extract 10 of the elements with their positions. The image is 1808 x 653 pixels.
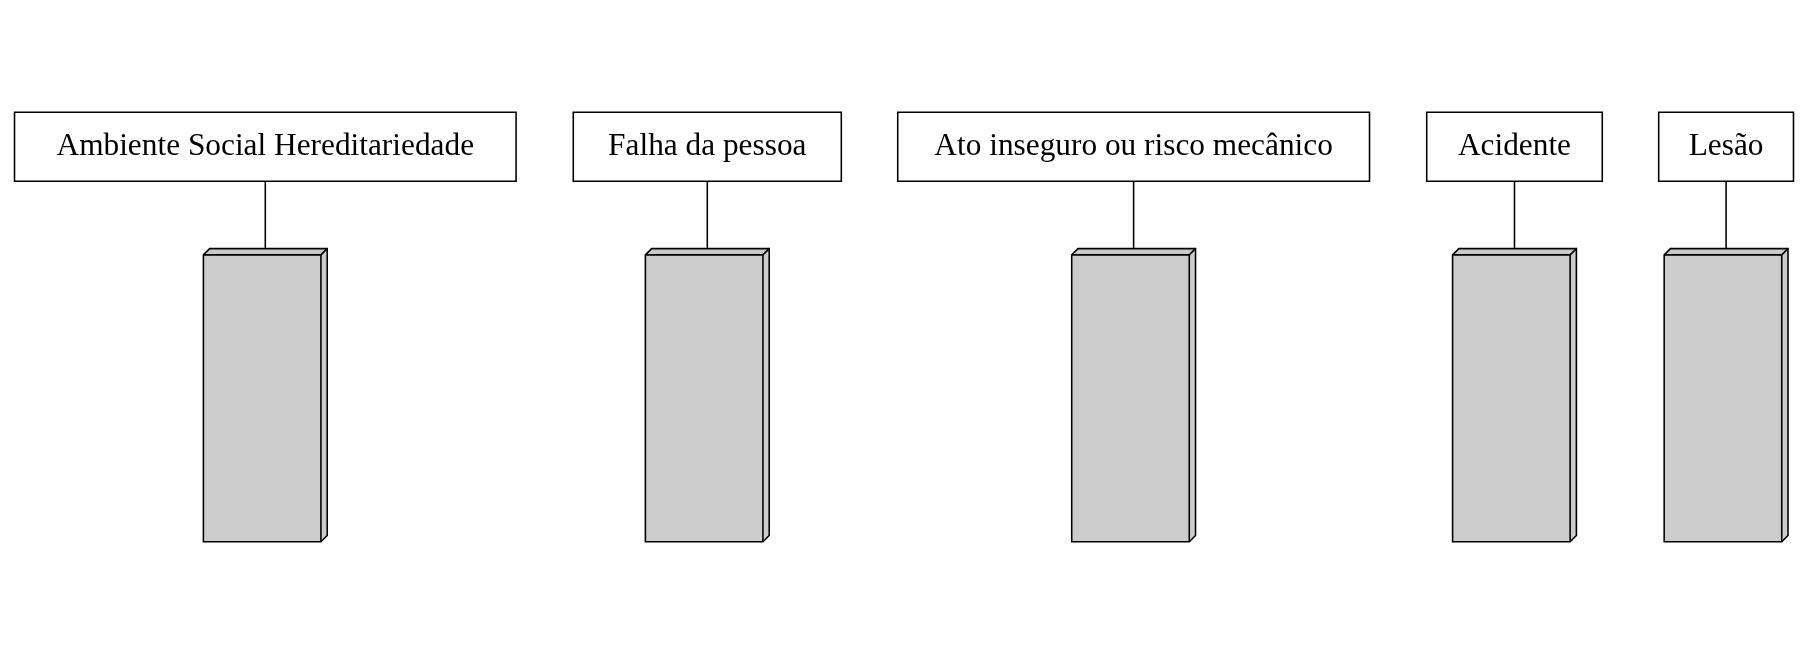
connector — [1132, 180, 1135, 249]
connector — [1513, 180, 1516, 249]
node-box: Falha da pessoa — [572, 111, 843, 182]
connector — [264, 180, 267, 249]
node-box: Ato inseguro ou risco mecânico — [896, 111, 1371, 182]
connector — [1725, 180, 1727, 249]
node-box: Ambiente Social Hereditariedade — [13, 111, 517, 182]
node-box: Lesão — [1657, 111, 1795, 182]
node-box: Acidente — [1425, 111, 1604, 182]
connector — [706, 180, 709, 249]
